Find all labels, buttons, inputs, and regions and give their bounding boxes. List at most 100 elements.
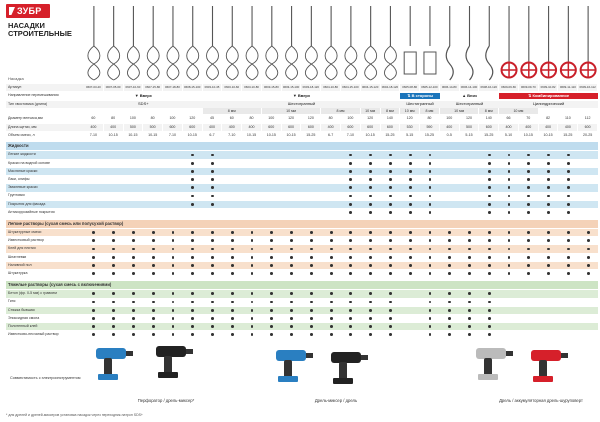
compat-dot xyxy=(112,292,116,296)
compat-dot xyxy=(191,333,195,337)
drill-handle xyxy=(339,362,347,380)
spec-cell: 0606-14-80 xyxy=(440,84,460,92)
compat-dot xyxy=(547,272,550,276)
usage-label: Антикоррозийные покрытия xyxy=(8,209,55,214)
compat-dot xyxy=(468,308,471,312)
compat-dot xyxy=(369,239,373,243)
compat-dot xyxy=(527,153,531,157)
tools-compat-area: Совместимость с электроинструментом Перф… xyxy=(6,340,598,412)
usage-row: Покрытия для фасада xyxy=(6,200,598,208)
compat-dot xyxy=(487,308,491,312)
spec-cell: 0603-15-80 xyxy=(262,84,282,92)
compat-dot xyxy=(171,231,175,235)
spec-cell: 5-15 xyxy=(460,132,480,140)
spec-cell: 600 xyxy=(578,123,598,131)
spec-cell: 70 xyxy=(519,115,539,123)
compat-dot xyxy=(290,325,293,329)
sub-shank-cell: 10 мм xyxy=(360,108,381,115)
compat-dot xyxy=(349,300,353,304)
spec-cell: 15-25 xyxy=(301,132,322,140)
compat-dot xyxy=(566,170,570,173)
usage-row: Легкие жидкости xyxy=(6,151,598,159)
compat-dot xyxy=(290,308,293,312)
compat-dot xyxy=(132,231,135,235)
compat-dot xyxy=(547,231,550,235)
usage-cells xyxy=(84,229,598,236)
compat-dot xyxy=(92,247,96,251)
usage-label: Грунтовки xyxy=(8,193,25,198)
usage-row: Грунтовки xyxy=(6,192,598,200)
compat-dot xyxy=(191,202,195,206)
mixer-attachment-icon xyxy=(87,6,101,81)
compat-dot xyxy=(191,292,195,296)
compat-dot xyxy=(171,255,175,259)
compat-dot xyxy=(270,247,274,251)
spec-cell: 7-10 xyxy=(222,132,243,140)
drill-handle xyxy=(104,358,112,376)
compat-dot xyxy=(309,255,313,259)
compat-dot xyxy=(487,272,491,276)
whisk-head xyxy=(245,45,259,81)
usage-cells xyxy=(84,307,598,314)
compat-dot xyxy=(408,272,412,276)
spec-cell: 600 xyxy=(479,123,500,131)
compat-dot xyxy=(487,186,491,190)
compat-dot xyxy=(92,333,96,337)
compat-dot xyxy=(448,264,452,267)
zubr-logo: ЗУБР xyxy=(6,4,50,18)
spec-cell: 10-15 xyxy=(242,132,262,140)
compat-dot xyxy=(112,308,116,312)
compat-dot xyxy=(92,308,96,312)
compat-dot xyxy=(566,153,570,157)
spiral-head xyxy=(445,45,454,81)
compat-dot xyxy=(389,186,392,190)
compat-dot xyxy=(349,231,353,235)
spec-cell: 0603-10-45 xyxy=(203,84,223,92)
section-header: Легкие растворы (сухая смесь или полусух… xyxy=(6,220,598,228)
compat-dot xyxy=(507,255,511,259)
compat-dot xyxy=(369,317,373,320)
drill-handle xyxy=(284,360,292,378)
usage-label: Стяжка бывшая xyxy=(8,307,35,312)
spec-cell: 0604-15-100 xyxy=(341,84,361,92)
compat-dot xyxy=(408,194,412,198)
compat-dot xyxy=(468,264,471,267)
compat-dot xyxy=(329,292,333,296)
drill-base xyxy=(333,378,353,384)
compat-dot xyxy=(92,264,96,267)
spec-cell: 0-5 xyxy=(440,132,460,140)
compat-dot xyxy=(290,255,293,259)
compat-dot xyxy=(211,178,214,182)
drill-body xyxy=(276,350,306,361)
usage-label: Клей для плитки xyxy=(8,246,36,251)
spec-cell: 80 xyxy=(143,115,164,123)
compat-dot xyxy=(151,317,155,320)
mixer-attachment-icon xyxy=(206,6,219,81)
compat-dot xyxy=(329,333,333,337)
compat-dot xyxy=(191,308,195,312)
whisk-head xyxy=(166,45,180,81)
compat-dot xyxy=(527,186,531,190)
whisk-head xyxy=(225,45,239,81)
logo-text: ЗУБР xyxy=(17,6,42,16)
usage-label: Легкие жидкости xyxy=(8,152,36,157)
compat-dot xyxy=(92,239,96,243)
section-header: Тяжелые растворы (сухая смесь с включени… xyxy=(6,281,598,290)
sub-shank-cell: 10 мм xyxy=(499,108,539,115)
compat-dot xyxy=(112,255,116,259)
compat-dot xyxy=(547,264,550,267)
usage-cells xyxy=(84,192,598,199)
compat-dot xyxy=(586,255,590,259)
compat-dot xyxy=(329,308,333,312)
spec-cell: 0608-15-100 xyxy=(183,84,203,92)
compat-dot xyxy=(369,300,373,304)
mixer-attachment-icon xyxy=(403,6,417,75)
compat-dot xyxy=(250,300,254,304)
compat-dot xyxy=(230,231,234,235)
compat-dot xyxy=(507,186,511,190)
usage-label: Эпоксидная смола xyxy=(8,315,40,320)
compat-dot xyxy=(92,325,96,329)
spec-cell: 82 xyxy=(539,115,559,123)
